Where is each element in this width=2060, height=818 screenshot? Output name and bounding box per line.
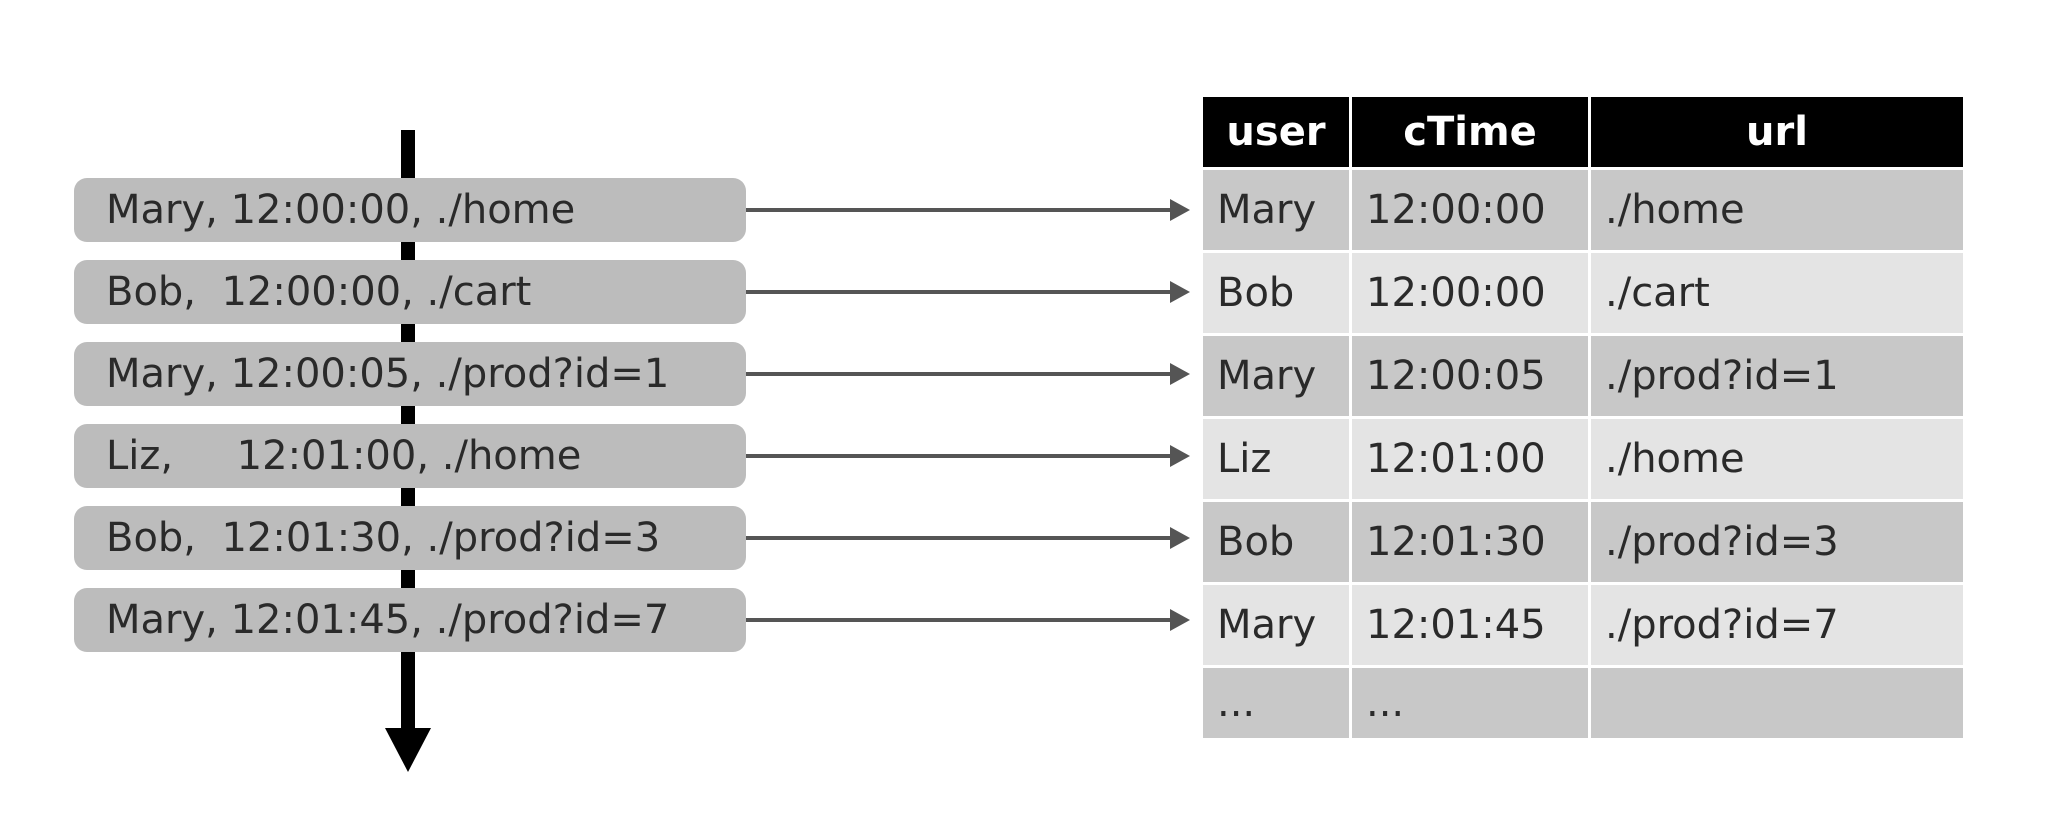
cell-url: ./prod?id=3 bbox=[1591, 502, 1963, 582]
stream-event: Mary, 12:01:45, ./prod?id=7 bbox=[74, 588, 746, 652]
stream-event: Liz, 12:01:00, ./home bbox=[74, 424, 746, 488]
header-user: user bbox=[1203, 97, 1349, 167]
cell-url bbox=[1591, 668, 1963, 738]
cell-url: ./cart bbox=[1591, 253, 1963, 333]
table-row: ...... bbox=[1203, 668, 1963, 738]
stream-event: Mary, 12:00:00, ./home bbox=[74, 178, 746, 242]
event-to-row-arrow bbox=[746, 199, 1190, 221]
cell-user: Bob bbox=[1203, 502, 1349, 582]
stream-event: Bob, 12:00:00, ./cart bbox=[74, 260, 746, 324]
cell-ctime: 12:01:00 bbox=[1352, 419, 1588, 499]
event-to-row-arrow bbox=[746, 445, 1190, 467]
cell-user: Bob bbox=[1203, 253, 1349, 333]
cell-url: ./home bbox=[1591, 419, 1963, 499]
cell-ctime: 12:01:45 bbox=[1352, 585, 1588, 665]
cell-ctime: ... bbox=[1352, 668, 1588, 738]
cell-url: ./home bbox=[1591, 170, 1963, 250]
cell-url: ./prod?id=7 bbox=[1591, 585, 1963, 665]
cell-user: Liz bbox=[1203, 419, 1349, 499]
event-to-row-arrow bbox=[746, 527, 1190, 549]
cell-user: Mary bbox=[1203, 585, 1349, 665]
cell-ctime: 12:01:30 bbox=[1352, 502, 1588, 582]
event-to-row-arrow bbox=[746, 609, 1190, 631]
cell-user: Mary bbox=[1203, 336, 1349, 416]
time-axis-arrowhead bbox=[385, 728, 431, 772]
event-to-row-arrow bbox=[746, 281, 1190, 303]
header-url: url bbox=[1591, 97, 1963, 167]
cell-ctime: 12:00:00 bbox=[1352, 253, 1588, 333]
stream-event: Bob, 12:01:30, ./prod?id=3 bbox=[74, 506, 746, 570]
cell-url: ./prod?id=1 bbox=[1591, 336, 1963, 416]
stream-event: Mary, 12:00:05, ./prod?id=1 bbox=[74, 342, 746, 406]
cell-user: Mary bbox=[1203, 170, 1349, 250]
table-header-row: user cTime url bbox=[1203, 97, 1963, 167]
header-ctime: cTime bbox=[1352, 97, 1588, 167]
cell-ctime: 12:00:00 bbox=[1352, 170, 1588, 250]
cell-user: ... bbox=[1203, 668, 1349, 738]
cell-ctime: 12:00:05 bbox=[1352, 336, 1588, 416]
event-to-row-arrow bbox=[746, 363, 1190, 385]
